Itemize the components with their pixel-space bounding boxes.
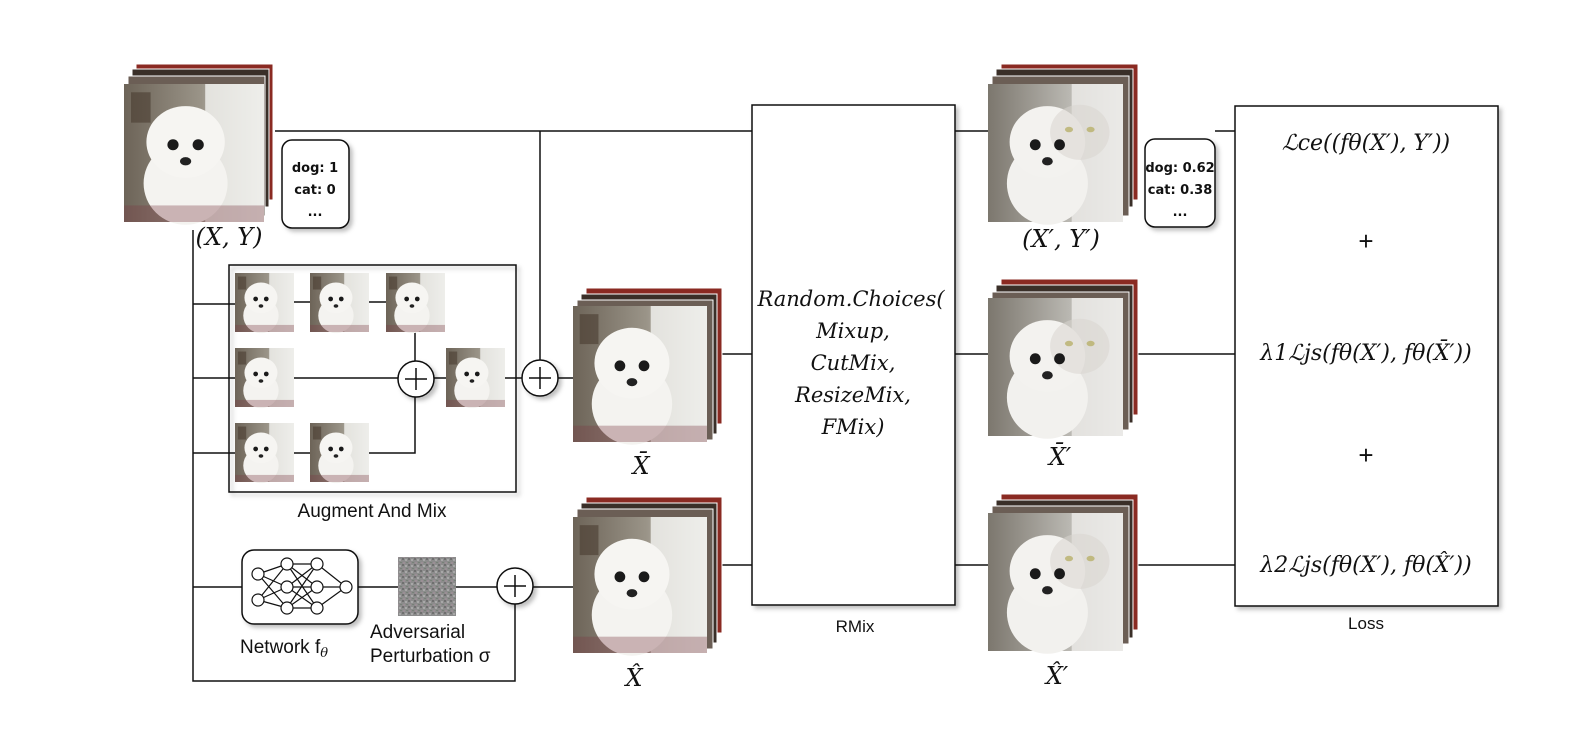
mixed-label-dog: dog: 0.62 (1145, 161, 1214, 176)
input-label-dog: dog: 1 (292, 161, 338, 176)
adversarial-noise-image (398, 557, 456, 616)
adversarial-label-1: Adversarial (370, 622, 465, 643)
adversarial-label-2: Perturbation σ (370, 646, 491, 667)
network-icon (251, 557, 353, 615)
input-label-cat: cat: 0 (294, 183, 335, 198)
loss-plus-2: + (1358, 440, 1373, 470)
loss-term-ce: ℒce((fθ(X′), Y′)) (1282, 131, 1450, 156)
rmix-line-1: Random.Choices( (756, 287, 945, 311)
mixed-augmix-label: X̄′ (1047, 443, 1072, 471)
aug-thumb-row3-a (235, 423, 294, 484)
input-image-stack (124, 63, 274, 225)
aug-thumb-row3-b (310, 423, 369, 484)
aug-mixed-thumb (446, 348, 505, 409)
combine-plus-icon (521, 359, 559, 397)
aug-plus-icon (397, 360, 435, 398)
augment-mix-block (228, 264, 517, 493)
mixed-label-cat: cat: 0.38 (1148, 183, 1213, 198)
input-label-card (281, 139, 350, 229)
rmix-line-5: FMix) (821, 415, 885, 439)
connector-lines (192, 130, 1241, 682)
loss-term-js-adversarial: λ2ℒjs(fθ(X′), fθ(X̂′)) (1259, 552, 1471, 578)
mixed-pair-label: (X′, Y′) (1022, 225, 1100, 253)
augment-mix-caption: Augment And Mix (298, 501, 447, 522)
rmix-line-4: ResizeMix, (794, 383, 911, 407)
adversarial-output-label: X̂ (623, 664, 643, 692)
mixed-augmix-image-stack (988, 278, 1139, 439)
aug-thumb-row2 (235, 348, 294, 409)
loss-term-js-augmix: λ1ℒjs(fθ(X′), fθ(X̄′)) (1259, 339, 1471, 366)
adversarial-plus-icon (496, 567, 534, 605)
input-pair-label: (X, Y) (196, 223, 263, 251)
rmix-block (751, 104, 956, 606)
loss-caption: Loss (1348, 614, 1384, 633)
network-label: Network fθ (240, 637, 328, 661)
aug-thumb-row1-b (310, 273, 369, 334)
rmix-line-2: Mixup, (815, 319, 890, 343)
loss-plus-1: + (1358, 226, 1373, 256)
mixed-label-card (1144, 138, 1216, 228)
mixed-adversarial-label: X̂′ (1044, 662, 1069, 690)
input-label-more: ... (308, 205, 323, 220)
left-bus (192, 230, 516, 682)
rmix-caption: RMix (836, 617, 875, 636)
rmix-line-3: CutMix, (811, 351, 896, 375)
loss-block (1234, 105, 1499, 607)
augmix-image-stack (573, 287, 723, 445)
mixed-adversarial-image-stack (988, 493, 1139, 654)
adversarial-image-stack (573, 496, 723, 656)
aug-row3-chain (294, 396, 416, 454)
aug-thumb-row1-a (235, 273, 294, 334)
mixed-label-more: ... (1173, 205, 1188, 220)
augmix-output-label: X̄ (630, 452, 650, 480)
mixed-pair-image-stack (988, 63, 1139, 225)
aug-thumb-row1-c (386, 273, 445, 334)
